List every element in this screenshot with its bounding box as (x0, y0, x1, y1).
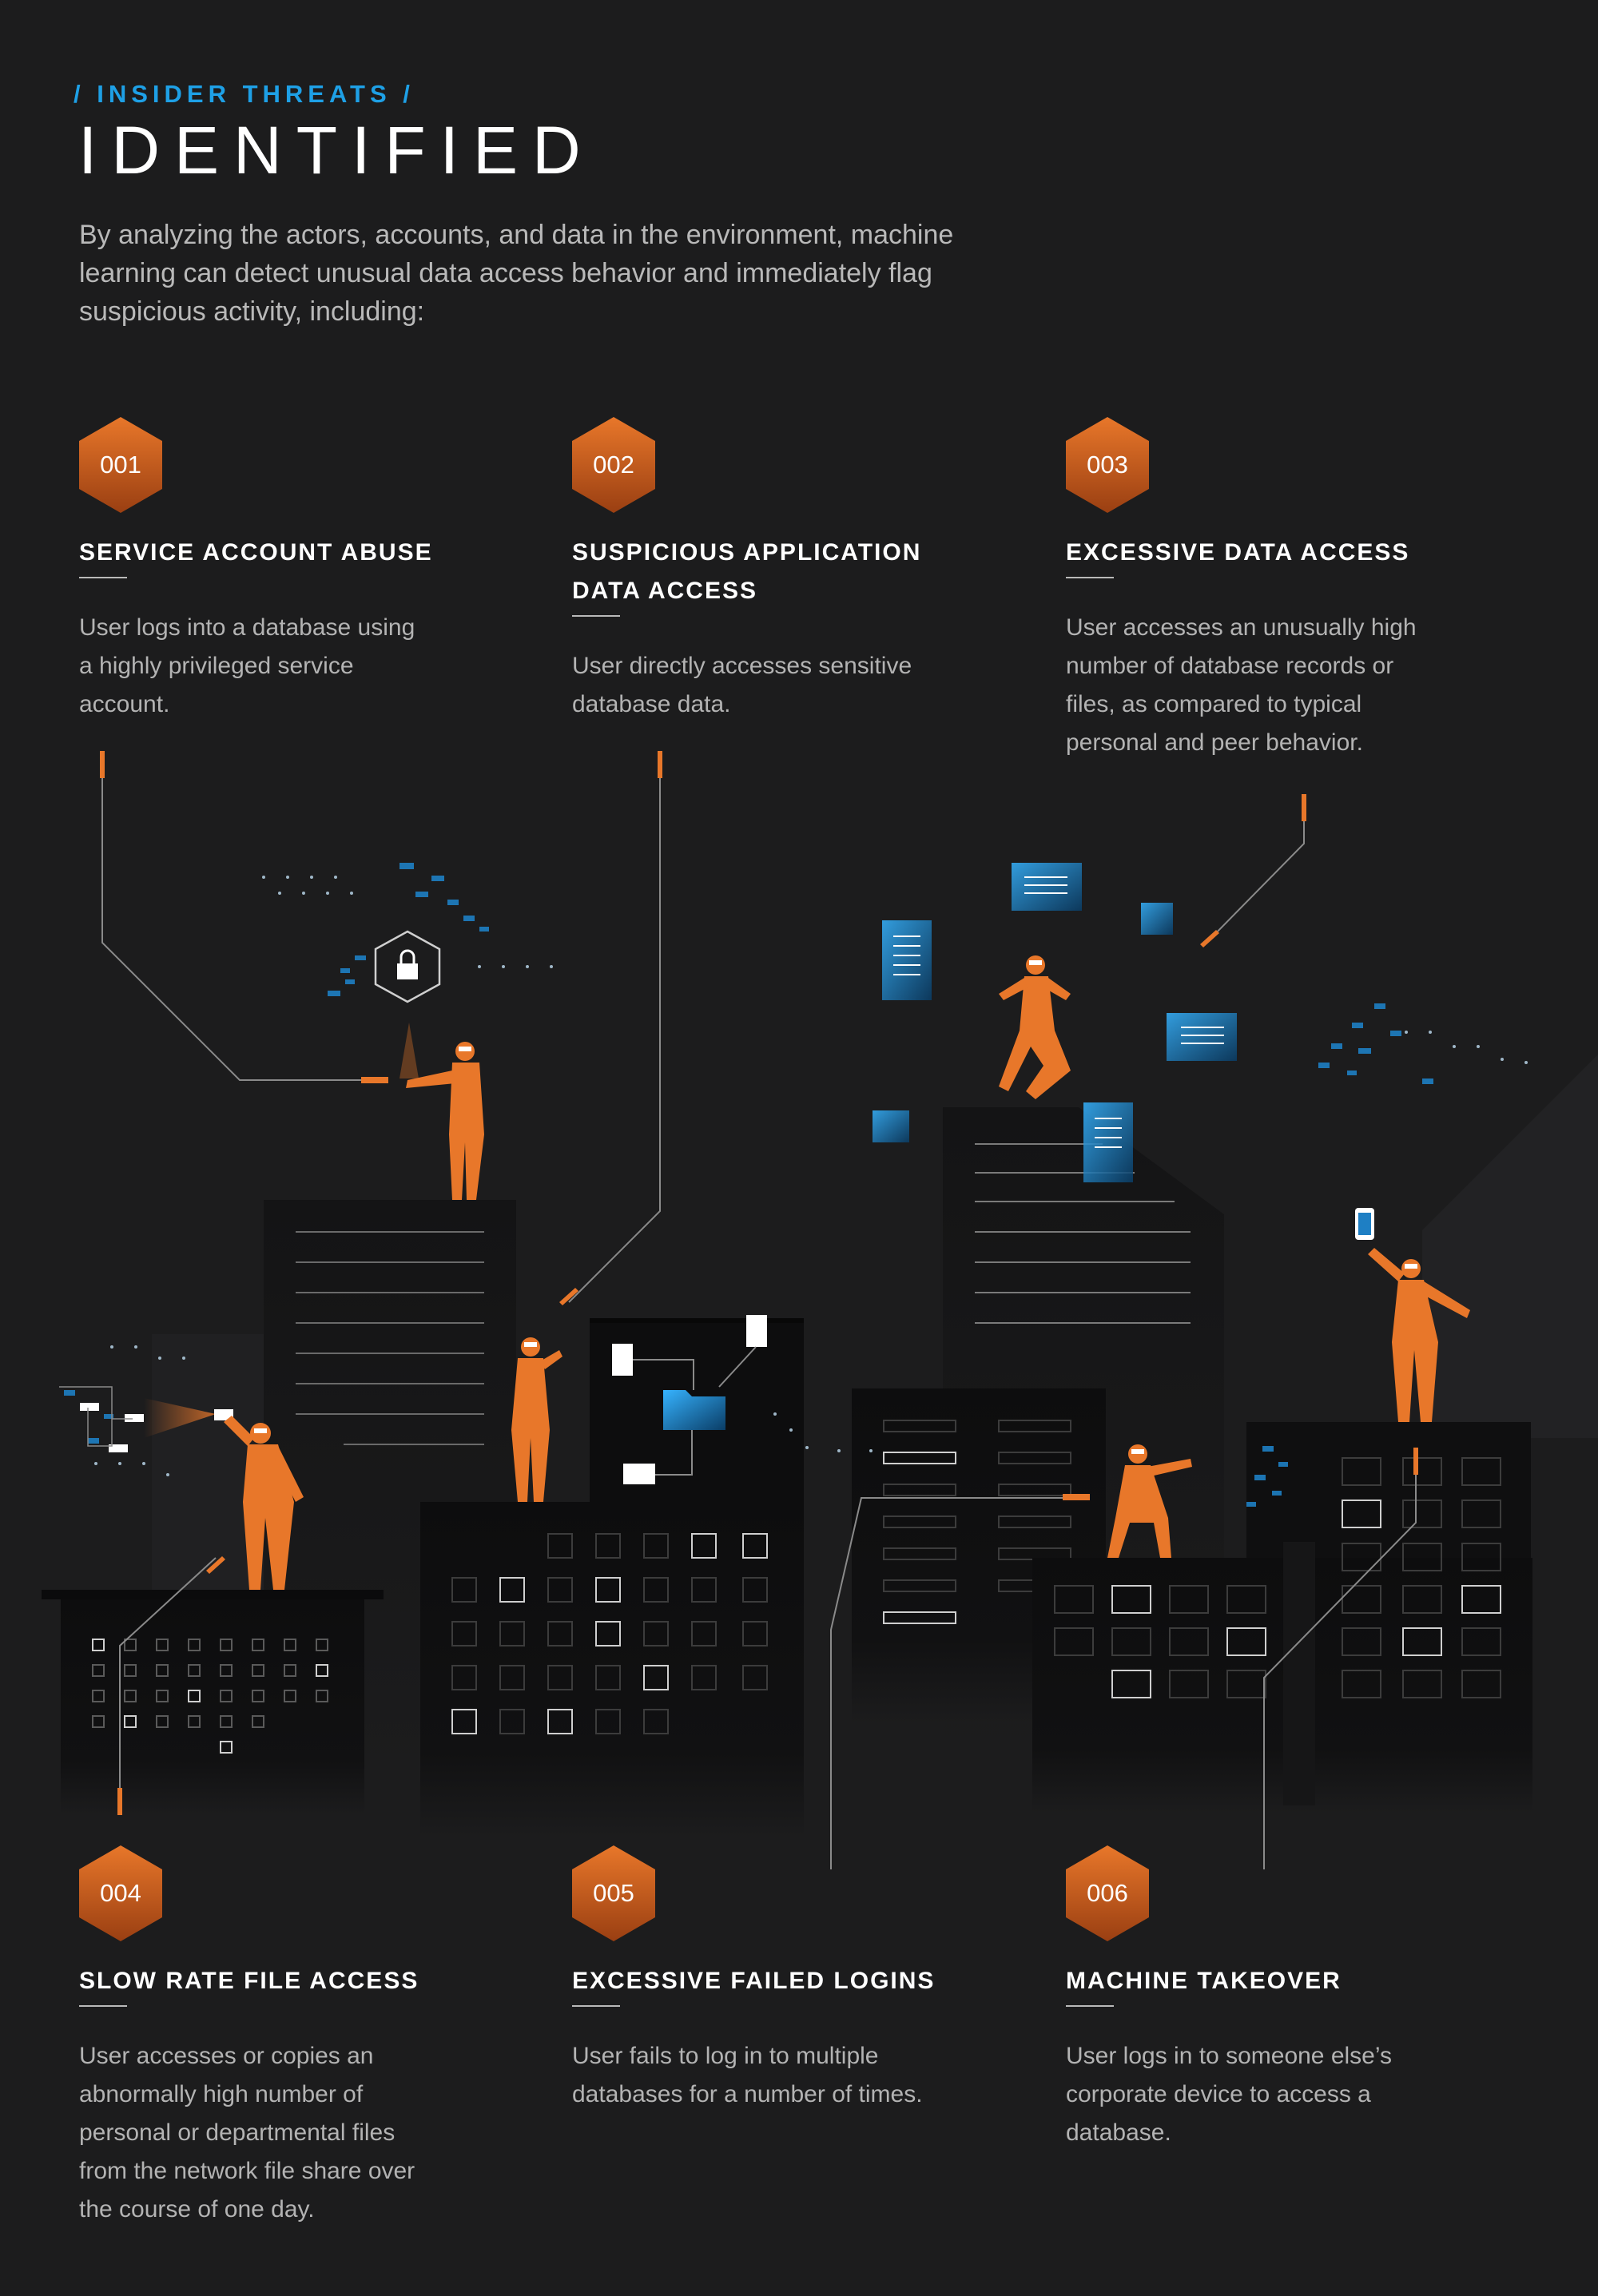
title-divider (79, 577, 127, 578)
threat-number: 006 (1087, 1879, 1128, 1907)
data-particles (64, 863, 1433, 1507)
threat-description: User accesses or copies an abnormally hi… (79, 2043, 415, 2223)
background-skyline (1422, 1055, 1598, 1438)
phone-icon (1355, 1208, 1374, 1240)
title-divider (1066, 577, 1114, 578)
person-figure-icon (224, 955, 1470, 1590)
folder-icon (612, 1315, 767, 1484)
intro-paragraph: By analyzing the actors, accounts, and d… (79, 220, 954, 327)
hexagon-badge-icon: 004 (79, 1845, 162, 1941)
threat-description: User directly accesses sensitive databas… (572, 653, 912, 717)
threat-title: EXCESSIVE FAILED LOGINS (572, 1968, 936, 1994)
threat-number: 003 (1087, 451, 1128, 479)
title-divider (79, 2005, 127, 2007)
data-dots (94, 876, 1528, 1476)
title-divider (572, 2005, 620, 2007)
hexagon-badge-icon: 001 (79, 417, 162, 513)
threat-title: SERVICE ACCOUNT ABUSE (79, 539, 433, 566)
hexagon-badge-icon: 006 (1066, 1845, 1149, 1941)
threat-description: User accesses an unusually high number o… (1066, 614, 1417, 756)
threat-title: EXCESSIVE DATA ACCESS (1066, 539, 1410, 566)
hexagon-badge-icon: 005 (572, 1845, 655, 1941)
padlock-icon (374, 930, 441, 1003)
page-title: IDENTIFIED (78, 113, 595, 188)
threat-number: 001 (100, 451, 141, 479)
hexagon-badge-icon: 003 (1066, 417, 1149, 513)
document-icon (873, 863, 1237, 1182)
flashlight-icon (59, 1386, 233, 1452)
hexagon-badge-icon: 002 (572, 417, 655, 513)
threat-description: User fails to log in to multiple databas… (572, 2043, 923, 2107)
building-005 (420, 1318, 804, 1837)
threat-number: 004 (100, 1879, 141, 1907)
building-004 (42, 1590, 384, 1815)
threat-number: 002 (593, 451, 634, 479)
title-divider (572, 615, 620, 617)
connector-lines (101, 765, 1417, 1869)
threat-description: User logs in to someone else’s corporate… (1066, 2043, 1392, 2146)
threat-title: SUSPICIOUS APPLICATION DATA ACCESS (572, 539, 922, 604)
city-illustration (42, 751, 1598, 1869)
figure-masks (254, 960, 1417, 1454)
building-006 (1032, 1422, 1532, 1813)
threat-description: User logs into a database using a highly… (79, 614, 415, 717)
connector-markers (100, 751, 1418, 1815)
threat-title: MACHINE TAKEOVER (1066, 1968, 1342, 1994)
eyebrow-label: / INSIDER THREATS / (74, 80, 415, 108)
threat-number: 005 (593, 1879, 634, 1907)
threat-title: SLOW RATE FILE ACCESS (79, 1968, 419, 1994)
title-divider (1066, 2005, 1114, 2007)
